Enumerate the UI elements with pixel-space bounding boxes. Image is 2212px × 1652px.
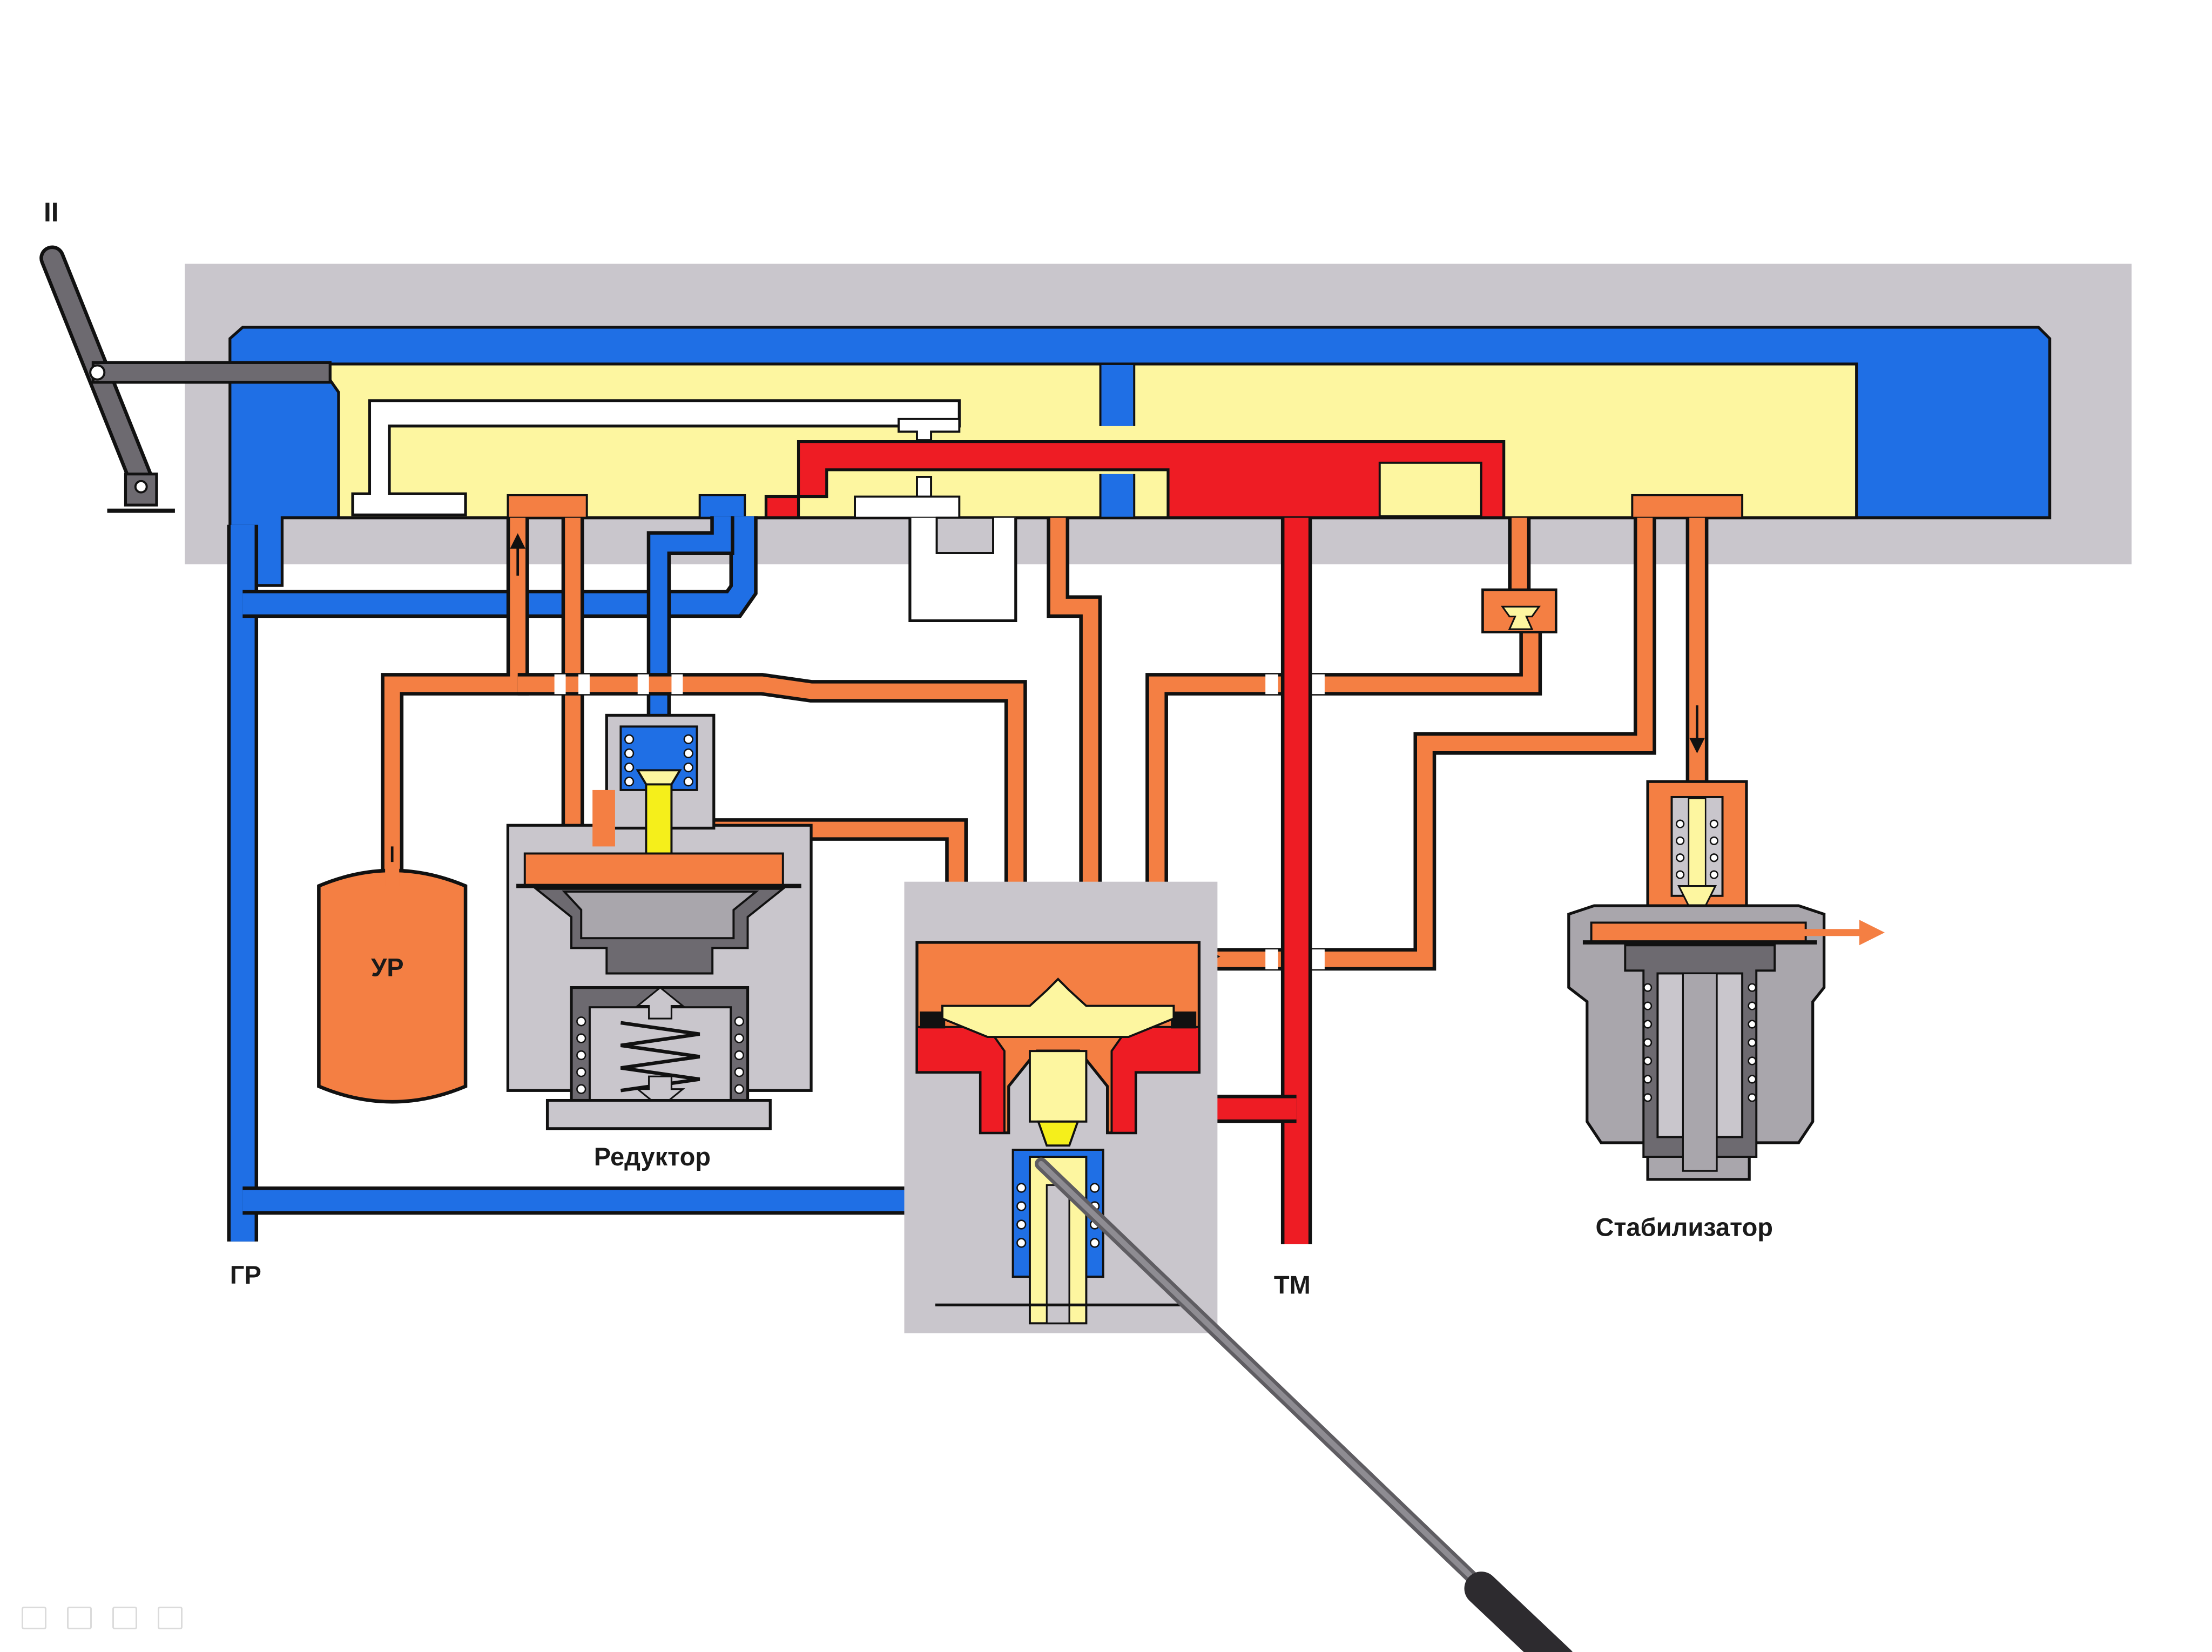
- pointer-stick: [1035, 1157, 1573, 1652]
- spool-brake-line-channel: [764, 440, 1506, 520]
- atmosphere-port-slot: [935, 516, 994, 554]
- equalizing-reservoir: [317, 868, 468, 1104]
- handle-pivot: [89, 364, 106, 381]
- stabilizer-exhaust-arrow: [1859, 920, 1885, 946]
- reducer: [506, 713, 813, 1130]
- handle-base: [124, 473, 158, 507]
- link-icon[interactable]: [158, 1607, 183, 1629]
- reducer-label: Редуктор: [594, 1142, 711, 1171]
- relay-valve: [904, 881, 1218, 1333]
- handle-position-label: II: [44, 197, 59, 227]
- pipe-crossings: [554, 674, 1325, 969]
- stabilizer: [1567, 780, 1885, 1181]
- port-cap-stabilizer: [1631, 494, 1744, 519]
- screen-icon[interactable]: [112, 1607, 137, 1629]
- handle-base-pivot: [134, 480, 148, 494]
- reducer-feed-pipe-fill: [650, 516, 731, 727]
- equalizing-reservoir-label: УР: [371, 953, 404, 982]
- port-cap-reducer: [698, 494, 746, 519]
- spool-red-window: [1378, 461, 1482, 518]
- check-valve: [1481, 588, 1557, 633]
- main-reservoir-label: ГР: [230, 1260, 261, 1289]
- spool-atmosphere-channel: [351, 399, 961, 517]
- stabilizer-label: Стабилизатор: [1595, 1212, 1773, 1241]
- main-reservoir-upper-branch-fill: [242, 516, 754, 615]
- brake-line-label: ТМ: [1274, 1270, 1311, 1299]
- pen-icon[interactable]: [22, 1607, 46, 1629]
- handle-link-rod: [91, 361, 332, 384]
- presentation-toolbar: [22, 1607, 183, 1629]
- port-cap-ur: [507, 494, 588, 519]
- highlighter-icon[interactable]: [67, 1607, 92, 1629]
